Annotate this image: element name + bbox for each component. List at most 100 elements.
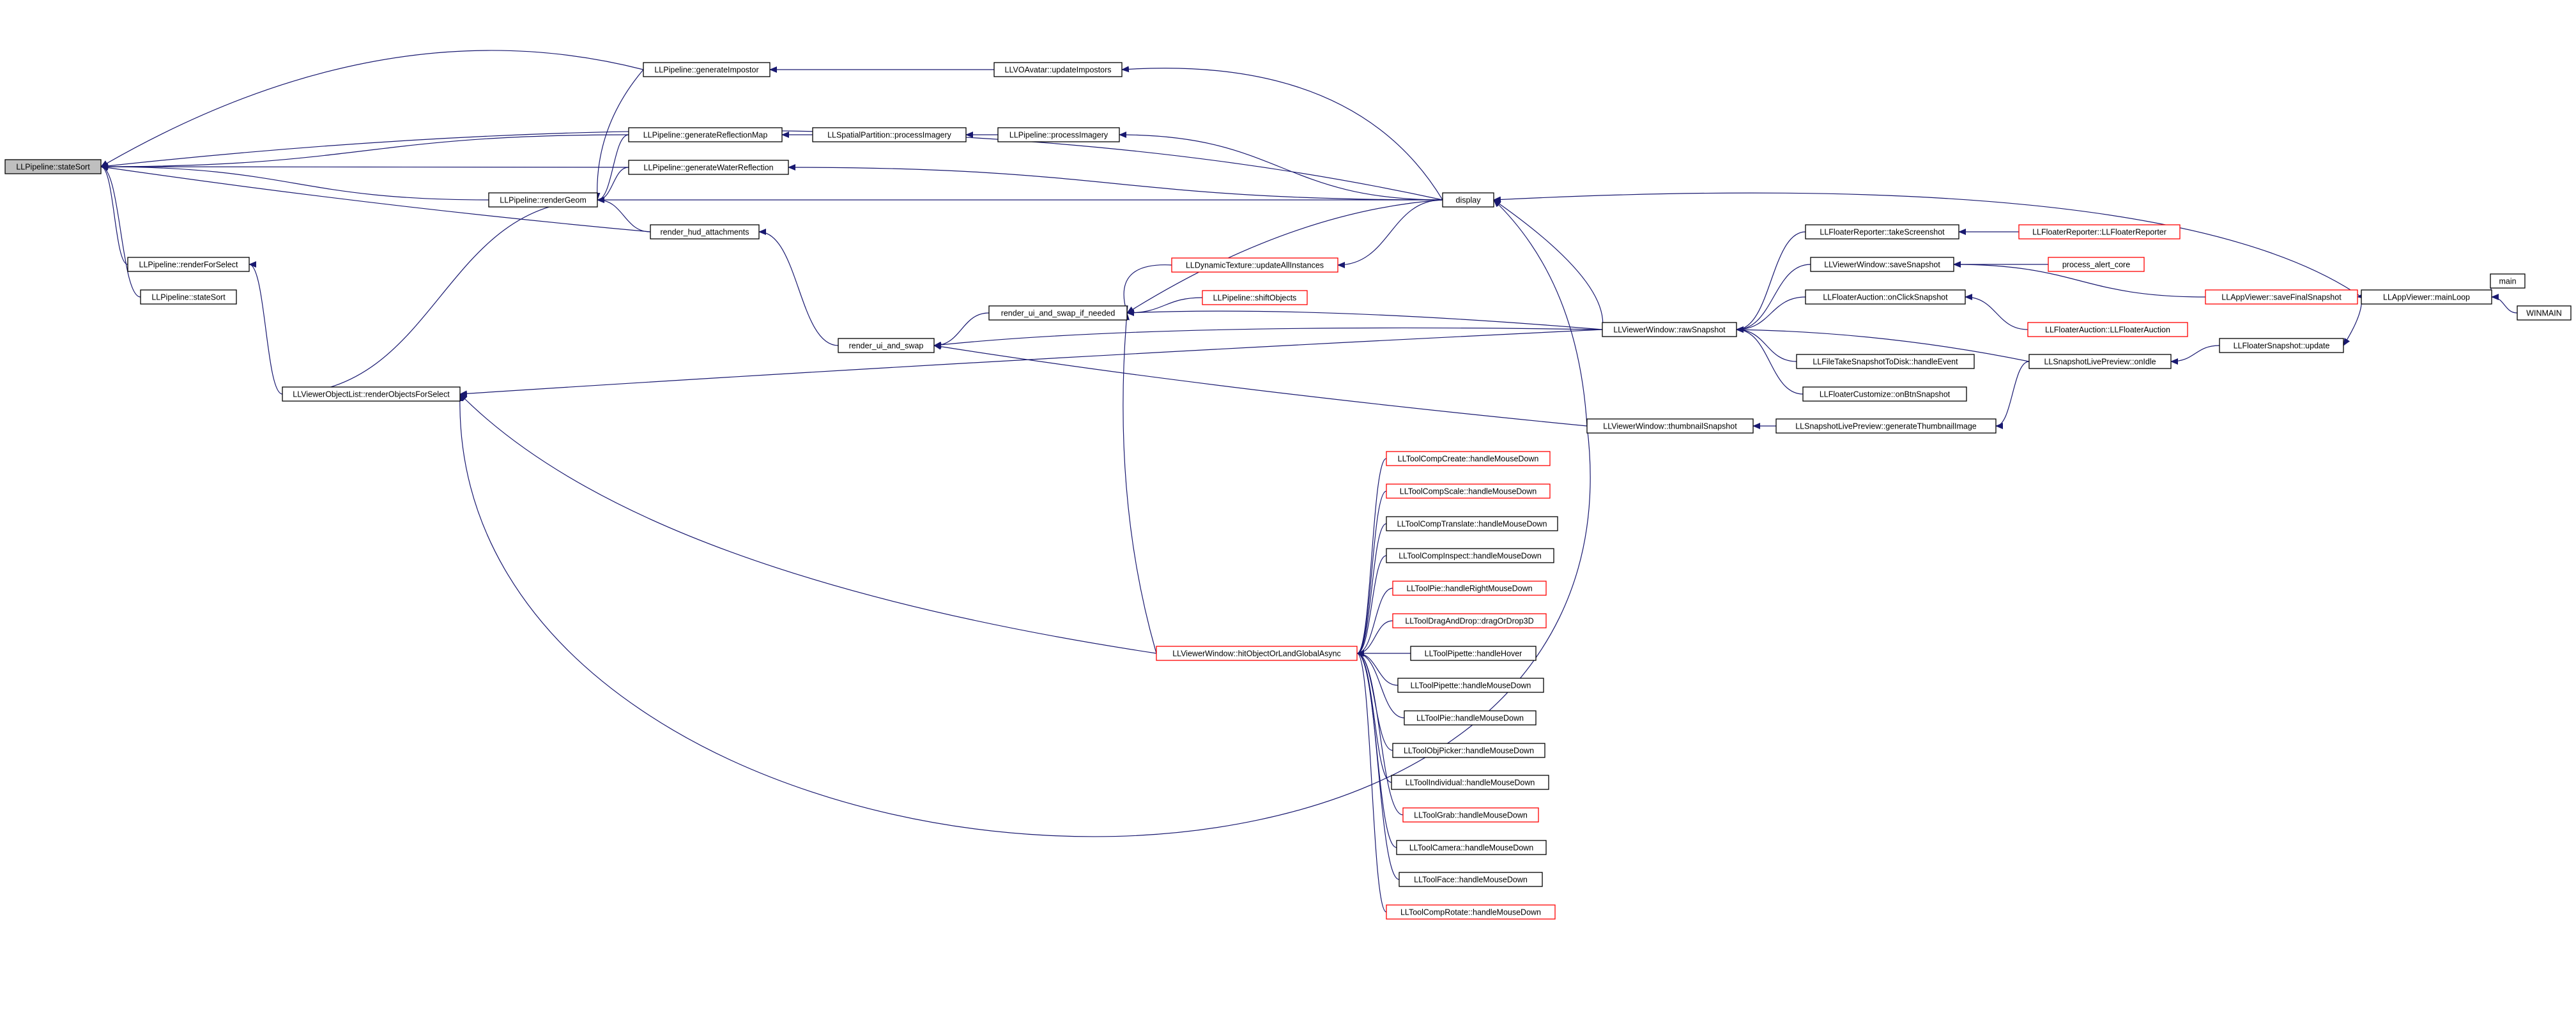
edge-display-to-render_ui_and_swap_if_needed bbox=[1126, 199, 1443, 314]
node-generateReflectionMap[interactable]: LLPipeline::generateReflectionMap bbox=[628, 127, 783, 142]
node-label: LLSnapshotLivePreview::onIdle bbox=[2044, 358, 2156, 367]
node-label: LLToolCompInspect::handleMouseDown bbox=[1399, 552, 1542, 561]
node-renderForSelect[interactable]: LLPipeline::renderForSelect bbox=[127, 257, 250, 272]
node-label: render_ui_and_swap bbox=[849, 342, 924, 351]
edge-rawSnapshot-to-render_ui_and_swap bbox=[933, 327, 1603, 348]
node-label: LLToolPipette::handleMouseDown bbox=[1411, 681, 1531, 690]
node-render_hud_attachments[interactable]: render_hud_attachments bbox=[650, 224, 760, 239]
edge-display-to-pipelineProcessImagery bbox=[1119, 132, 1443, 201]
node-pipelineProcessImagery[interactable]: LLPipeline::processImagery bbox=[997, 127, 1120, 142]
node-pieDown[interactable]: LLToolPie::handleMouseDown bbox=[1404, 710, 1537, 726]
node-customizeSnapshot[interactable]: LLFloaterCustomize::onBtnSnapshot bbox=[1802, 386, 1967, 402]
node-display[interactable]: display bbox=[1442, 192, 1494, 208]
node-render_ui_and_swap_if_needed[interactable]: render_ui_and_swap_if_needed bbox=[988, 305, 1128, 321]
node-render_ui_and_swap[interactable]: render_ui_and_swap bbox=[838, 338, 935, 353]
node-pipetteHover[interactable]: LLToolPipette::handleHover bbox=[1410, 646, 1537, 661]
node-saveFinalSnapshot[interactable]: LLAppViewer::saveFinalSnapshot bbox=[2205, 289, 2358, 305]
node-label: LLPipeline::shiftObjects bbox=[1213, 294, 1297, 303]
node-box bbox=[1805, 224, 1959, 239]
node-shiftObjects[interactable]: LLPipeline::shiftObjects bbox=[1202, 290, 1308, 305]
edge-generateImpostor-to-stateSort_root bbox=[100, 50, 644, 167]
node-generateImpostor[interactable]: LLPipeline::generateImpostor bbox=[643, 62, 770, 77]
node-fileTakeSnapshot[interactable]: LLFileTakeSnapshotToDisk::handleEvent bbox=[1796, 354, 1975, 369]
edge-compInspect-to-hitObjectOrLandGlobalAsync bbox=[1356, 555, 1387, 657]
node-box bbox=[1410, 646, 1537, 661]
node-generateWaterReflection[interactable]: LLPipeline::generateWaterReflection bbox=[628, 160, 789, 175]
node-onIdle[interactable]: LLSnapshotLivePreview::onIdle bbox=[2028, 354, 2172, 369]
node-compInspect[interactable]: LLToolCompInspect::handleMouseDown bbox=[1386, 548, 1554, 563]
node-box bbox=[1442, 192, 1494, 208]
edge-thumbnailSnapshot-to-display bbox=[1493, 199, 1588, 427]
node-grab[interactable]: LLToolGrab::handleMouseDown bbox=[1402, 807, 1539, 823]
node-objPicker[interactable]: LLToolObjPicker::handleMouseDown bbox=[1392, 743, 1545, 758]
node-updateImpostors[interactable]: LLVOAvatar::updateImpostors bbox=[993, 62, 1123, 77]
edge-mainLoop-to-display bbox=[1493, 192, 2362, 298]
node-spatialProcessImagery[interactable]: LLSpatialPartition::processImagery bbox=[812, 127, 967, 142]
node-box bbox=[1391, 775, 1549, 790]
node-camera[interactable]: LLToolCamera::handleMouseDown bbox=[1396, 840, 1547, 855]
node-label: LLAppViewer::saveFinalSnapshot bbox=[2221, 293, 2342, 302]
node-hitObjectOrLandGlobalAsync[interactable]: LLViewerWindow::hitObjectOrLandGlobalAsy… bbox=[1156, 646, 1358, 661]
node-takeScreenshot[interactable]: LLFloaterReporter::takeScreenshot bbox=[1805, 224, 1959, 239]
node-face[interactable]: LLToolFace::handleMouseDown bbox=[1399, 872, 1543, 887]
node-label: LLViewerObjectList::renderObjectsForSele… bbox=[293, 390, 450, 399]
node-box bbox=[1775, 418, 1997, 434]
node-pipetteDown[interactable]: LLToolPipette::handleMouseDown bbox=[1397, 678, 1544, 693]
node-box bbox=[628, 160, 789, 175]
edge-rawSnapshot-to-renderObjectsForSelect bbox=[459, 329, 1603, 397]
node-pieRight[interactable]: LLToolPie::handleRightMouseDown bbox=[1392, 581, 1547, 596]
edge-renderGeom-to-stateSort_root bbox=[100, 163, 489, 201]
edge-compScale-to-hitObjectOrLandGlobalAsync bbox=[1356, 490, 1387, 657]
node-label: LLSpatialPartition::processImagery bbox=[827, 131, 952, 140]
edge-generateImpostor-to-renderGeom bbox=[594, 69, 644, 201]
node-box bbox=[1396, 840, 1547, 855]
node-updateAllInstances[interactable]: LLDynamicTexture::updateAllInstances bbox=[1171, 257, 1338, 273]
node-box bbox=[1404, 710, 1537, 726]
node-box bbox=[1202, 290, 1308, 305]
edge-thumbnailSnapshot-to-renderObjectsForSelect bbox=[456, 393, 1591, 837]
node-processAlertCore[interactable]: process_alert_core bbox=[2048, 257, 2145, 272]
node-label: LLPipeline::generateImpostor bbox=[654, 66, 758, 75]
node-renderGeom[interactable]: LLPipeline::renderGeom bbox=[488, 192, 598, 208]
node-main[interactable]: main bbox=[2490, 273, 2526, 289]
edge-compRotate-to-hitObjectOrLandGlobalAsync bbox=[1356, 650, 1387, 913]
node-onClickSnapshot[interactable]: LLFloaterAuction::onClickSnapshot bbox=[1805, 289, 1966, 305]
node-box bbox=[1386, 451, 1551, 466]
node-renderObjectsForSelect[interactable]: LLViewerObjectList::renderObjectsForSele… bbox=[282, 386, 461, 402]
node-stateSort_root[interactable]: LLPipeline::stateSort bbox=[4, 159, 102, 174]
node-box bbox=[997, 127, 1120, 142]
node-rawSnapshot[interactable]: LLViewerWindow::rawSnapshot bbox=[1602, 322, 1737, 337]
edge-floaterSnapshotUpdate-to-onIdle bbox=[2170, 345, 2220, 365]
node-compCreate[interactable]: LLToolCompCreate::handleMouseDown bbox=[1386, 451, 1551, 466]
edge-hitObjectOrLandGlobalAsync-to-render_ui_and_swap_if_needed bbox=[1123, 312, 1157, 654]
node-compScale[interactable]: LLToolCompScale::handleMouseDown bbox=[1386, 483, 1551, 499]
node-box bbox=[650, 224, 760, 239]
node-saveSnapshot[interactable]: LLViewerWindow::saveSnapshot bbox=[1810, 257, 1954, 272]
node-floaterSnapshotUpdate[interactable]: LLFloaterSnapshot::update bbox=[2219, 338, 2344, 353]
edge-display-to-updateAllInstances bbox=[1337, 199, 1443, 268]
edge-grab-to-hitObjectOrLandGlobalAsync bbox=[1356, 650, 1404, 816]
node-dragAndDrop[interactable]: LLToolDragAndDrop::dragOrDrop3D bbox=[1392, 613, 1547, 628]
node-thumbnailSnapshot[interactable]: LLViewerWindow::thumbnailSnapshot bbox=[1586, 418, 1754, 434]
node-mainLoop[interactable]: LLAppViewer::mainLoop bbox=[2361, 289, 2492, 305]
edge-saveSnapshot-to-rawSnapshot bbox=[1736, 264, 1811, 333]
node-box bbox=[1156, 646, 1358, 661]
node-winmain[interactable]: WINMAIN bbox=[2517, 305, 2572, 321]
node-label: LLToolCompScale::handleMouseDown bbox=[1400, 487, 1537, 496]
node-compRotate[interactable]: LLToolCompRotate::handleMouseDown bbox=[1386, 904, 1556, 920]
node-label: LLToolIndividual::handleMouseDown bbox=[1406, 779, 1535, 787]
edge-floaterAuctionCtor-to-onClickSnapshot bbox=[1965, 294, 2028, 330]
node-stateSort2[interactable]: LLPipeline::stateSort bbox=[140, 289, 237, 305]
node-generateThumbnailImage[interactable]: LLSnapshotLivePreview::generateThumbnail… bbox=[1775, 418, 1997, 434]
edge-individual-to-hitObjectOrLandGlobalAsync bbox=[1356, 650, 1392, 783]
node-label: LLPipeline::renderForSelect bbox=[139, 261, 238, 270]
edge-compTranslate-to-hitObjectOrLandGlobalAsync bbox=[1356, 523, 1387, 657]
node-compTranslate[interactable]: LLToolCompTranslate::handleMouseDown bbox=[1386, 516, 1558, 531]
edge-compCreate-to-hitObjectOrLandGlobalAsync bbox=[1356, 458, 1387, 657]
node-box bbox=[1796, 354, 1975, 369]
node-floaterAuctionCtor[interactable]: LLFloaterAuction::LLFloaterAuction bbox=[2027, 322, 2188, 337]
node-floaterReporterCtor[interactable]: LLFloaterReporter::LLFloaterReporter bbox=[2018, 224, 2181, 239]
node-box bbox=[1802, 386, 1967, 402]
node-individual[interactable]: LLToolIndividual::handleMouseDown bbox=[1391, 775, 1549, 790]
node-box bbox=[1392, 743, 1545, 758]
